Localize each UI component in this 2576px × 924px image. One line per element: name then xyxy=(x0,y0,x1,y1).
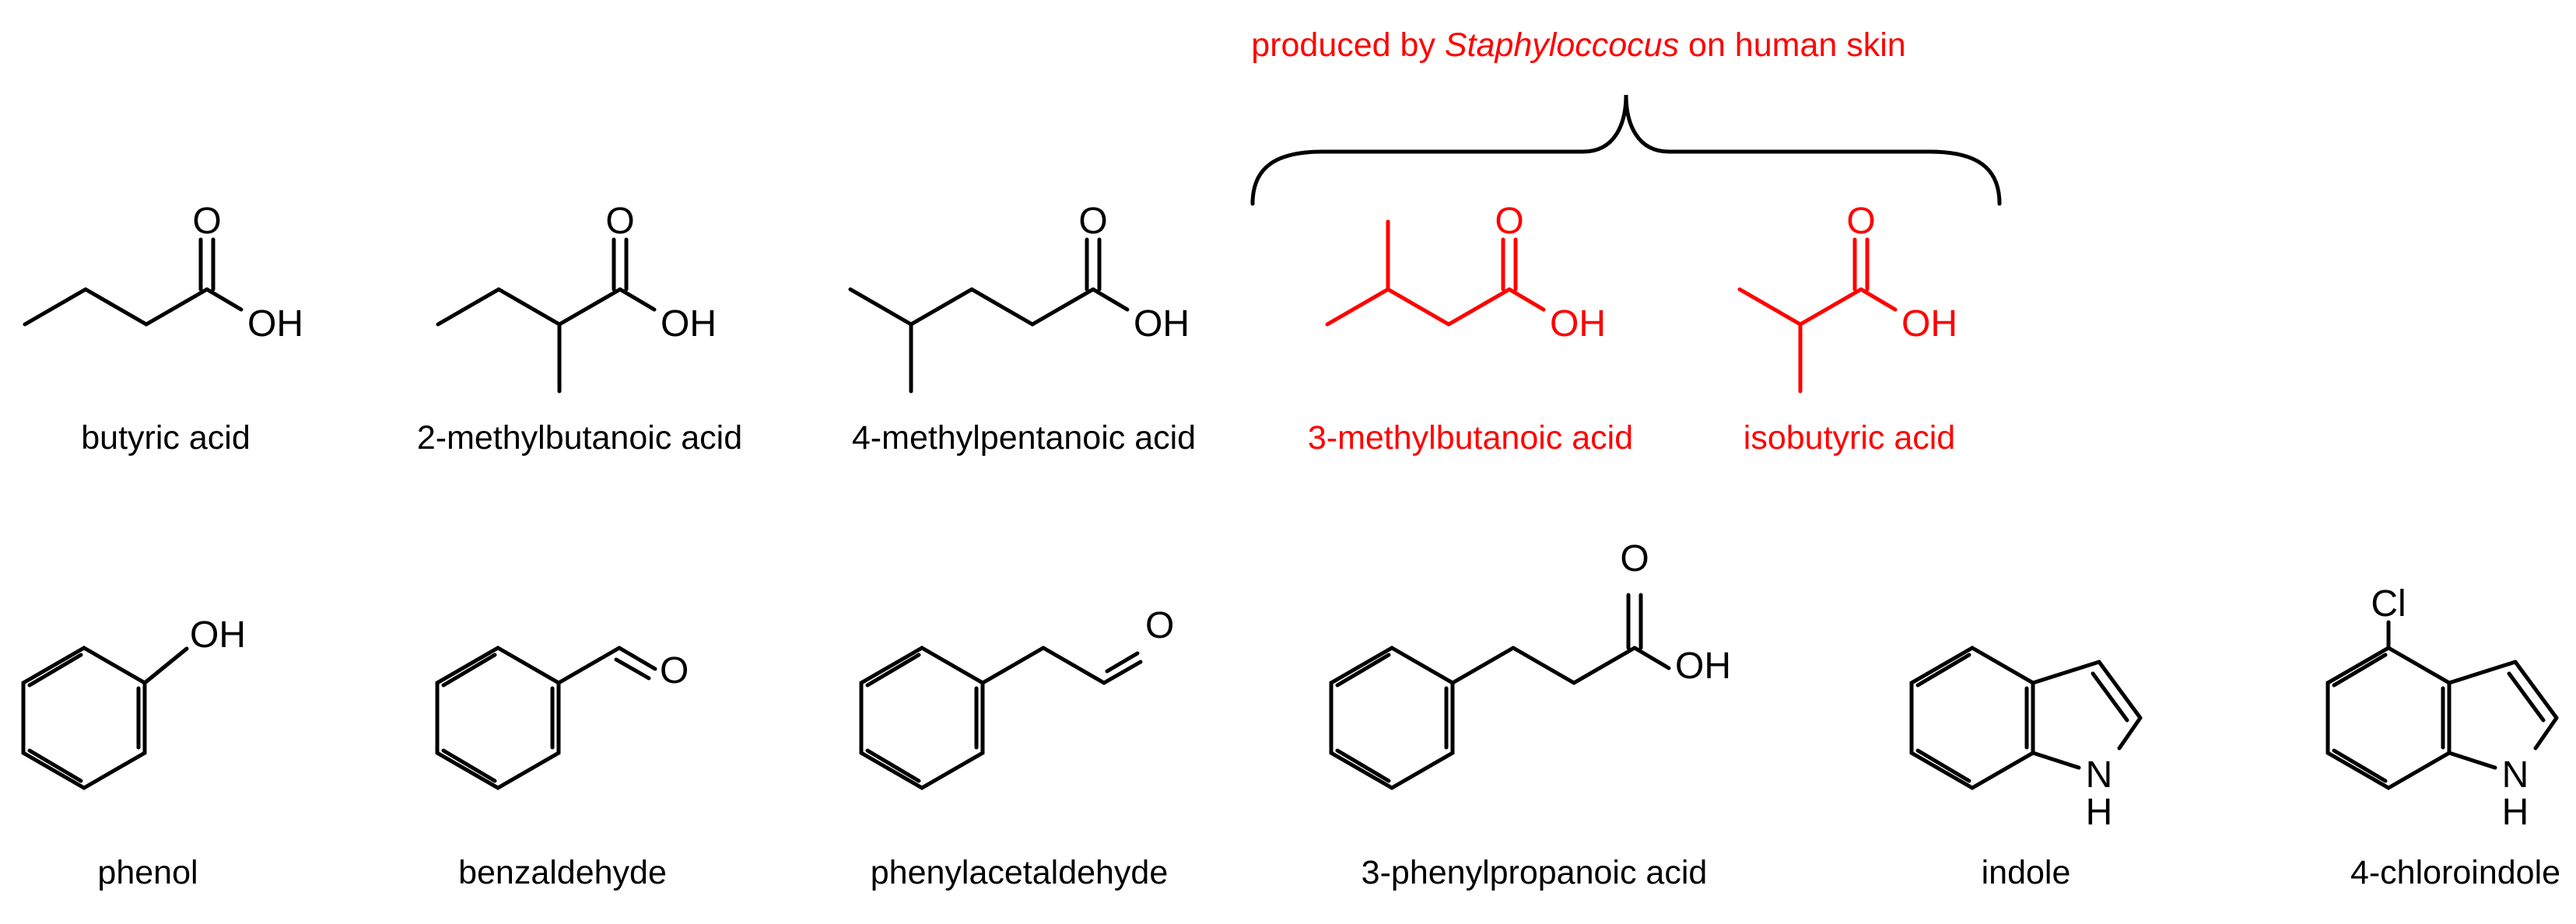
3-methylbutanoic-acid-label: 3-methylbutanoic acid xyxy=(1308,419,1633,457)
butyric-acid-structure: O OH xyxy=(23,201,303,345)
oxygen-atom-label: O xyxy=(1145,605,1174,646)
butyric-acid-label: butyric acid xyxy=(81,419,250,457)
hydroxyl-atom-label: OH xyxy=(1675,646,1731,687)
nitrogen-atom-label: N xyxy=(2086,754,2113,796)
oxygen-atom-label: O xyxy=(660,650,689,691)
phenol-structure: OH xyxy=(21,614,246,790)
oxygen-atom-label: O xyxy=(1495,201,1523,242)
hydroxyl-atom-label: OH xyxy=(1134,303,1190,345)
oxygen-atom-label: O xyxy=(1078,201,1107,242)
3-methylbutanoic-acid-structure: O OH xyxy=(1325,201,1606,345)
staphylococcus-banner: produced by Staphyloccocus on human skin xyxy=(1251,26,1905,64)
2-methylbutanoic-acid-label: 2-methylbutanoic acid xyxy=(417,419,742,457)
phenylacetaldehyde-structure: O xyxy=(859,605,1174,790)
oxygen-atom-label: O xyxy=(192,201,221,242)
4-chloroindole-label: 4-chloroindole xyxy=(2350,854,2560,891)
hydroxyl-atom-label: OH xyxy=(1901,303,1957,345)
grouping-brace xyxy=(1250,94,2002,206)
phenol-label: phenol xyxy=(97,854,198,891)
indole-label: indole xyxy=(1982,854,2071,891)
hydroxyl-atom-label: OH xyxy=(190,614,246,656)
hydrogen-atom-label: H xyxy=(2502,792,2529,833)
phenylacetaldehyde-label: phenylacetaldehyde xyxy=(871,854,1169,891)
oxygen-atom-label: O xyxy=(605,201,634,242)
3-phenylpropanoic-acid-label: 3-phenylpropanoic acid xyxy=(1362,854,1708,891)
hydroxyl-atom-label: OH xyxy=(661,303,717,345)
hydroxyl-atom-label: OH xyxy=(1550,303,1606,345)
hydrogen-atom-label: H xyxy=(2086,792,2113,833)
4-methylpentanoic-acid-label: 4-methylpentanoic acid xyxy=(852,419,1196,457)
nitrogen-atom-label: N xyxy=(2502,754,2529,796)
oxygen-atom-label: O xyxy=(1620,538,1649,579)
2-methylbutanoic-acid-structure: O OH xyxy=(436,201,717,394)
indole-structure: N H xyxy=(1909,646,2143,833)
isobutyric-acid-structure: O OH xyxy=(1737,201,1957,394)
benzaldehyde-label: benzaldehyde xyxy=(458,854,667,891)
4-methylpentanoic-acid-structure: O OH xyxy=(848,201,1190,394)
chlorine-atom-label: Cl xyxy=(2371,583,2406,625)
hydroxyl-atom-label: OH xyxy=(247,303,303,345)
3-phenylpropanoic-acid-structure: O OH xyxy=(1329,538,1731,790)
benzaldehyde-structure: O xyxy=(435,646,689,790)
isobutyric-acid-label: isobutyric acid xyxy=(1744,419,1955,457)
4-chloroindole-structure: Cl N H xyxy=(2325,583,2559,833)
oxygen-atom-label: O xyxy=(1846,201,1875,242)
